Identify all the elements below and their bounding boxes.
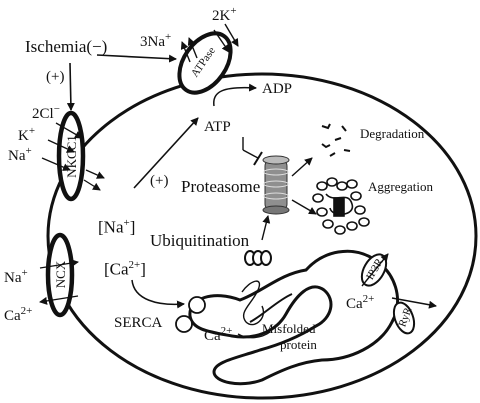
- aggregation-cluster: [312, 177, 370, 235]
- ischemia-down-arrow: [66, 62, 75, 111]
- na-in-arrow-nkcc: [41, 157, 71, 171]
- ubiquitin-chain: [244, 250, 272, 266]
- ischemia-to-atpase-arrow: [96, 54, 177, 63]
- adp-label: ADP: [262, 81, 293, 97]
- na-ncx-label: Na+: [4, 267, 28, 286]
- atp-inhibit-bar: [253, 151, 263, 166]
- ncx-label: NCX: [53, 260, 69, 289]
- ryr-channel: [392, 301, 416, 335]
- misfolded-label: Misfolded: [262, 321, 316, 336]
- serca-label: SERCA: [114, 315, 163, 331]
- atp-to-adp-arrow: [213, 83, 257, 107]
- na-out-arrow: [180, 41, 191, 63]
- ryr-release-arrow: [391, 297, 437, 309]
- center-up-arrow: [133, 117, 199, 189]
- proteasome-barrel: [262, 155, 290, 215]
- ncx-ca-out-arrow: [39, 295, 79, 305]
- ca-in-label: [Ca2+]: [104, 259, 146, 279]
- k-in-arrow-nkcc: [47, 139, 75, 153]
- ca-to-serca-arrow: [131, 279, 185, 309]
- degradation-fragments: [321, 123, 351, 157]
- er-inner-fold: [249, 293, 293, 323]
- misfolded-protein-strand: [237, 280, 271, 339]
- proteasome-label: Proteasome: [181, 177, 261, 196]
- ca-serca-label: Ca2+: [204, 325, 233, 344]
- nkcc1-label: NKCC1: [63, 135, 79, 178]
- na3-label: 3Na+: [140, 31, 172, 50]
- plus-left-label: (+): [46, 69, 65, 85]
- na-out-arrow-2: [187, 37, 198, 59]
- k-in-arrow-2: [224, 23, 239, 47]
- nkcc-out-arrow-2: [83, 179, 101, 191]
- k-label: K+: [18, 125, 36, 144]
- atp-inhibit-line-2: [242, 149, 259, 159]
- ischemia-label: Ischemia(−): [25, 37, 108, 56]
- ncx-na-in-arrow: [39, 259, 79, 269]
- degradation-label: Degradation: [360, 126, 425, 141]
- nkcc-out-arrow-1: [85, 169, 105, 179]
- protein-label: protein: [280, 337, 317, 352]
- ip3r-release-arrow: [361, 253, 389, 287]
- atp-label: ATP: [204, 119, 231, 135]
- ubiquitination-label: Ubiquitination: [150, 231, 250, 250]
- endoplasmic-reticulum: [188, 249, 400, 386]
- to-aggregation-arrow: [291, 199, 317, 215]
- cl-in-arrow: [55, 122, 83, 139]
- k2-label: 2K+: [212, 5, 237, 24]
- ncx-exchanger: [45, 232, 75, 318]
- ca-er-label: Ca2+: [346, 293, 375, 312]
- serca-pump-1: [188, 296, 206, 314]
- cell-membrane: [46, 72, 478, 400]
- na-in-label: [Na+]: [98, 217, 136, 237]
- serca-pump-2: [175, 315, 193, 333]
- na-left-label: Na+: [8, 145, 32, 164]
- ca-ncx-label: Ca2+: [4, 305, 33, 324]
- atpase-pump: [177, 31, 233, 95]
- cl2-label: 2Cl−: [32, 103, 60, 122]
- aggregation-label: Aggregation: [368, 179, 433, 194]
- ubiquitin-to-proteasome-arrow: [261, 215, 271, 241]
- plus-center-label: (+): [150, 173, 169, 189]
- to-degradation-arrow: [291, 157, 313, 177]
- k-in-arrow: [213, 29, 230, 53]
